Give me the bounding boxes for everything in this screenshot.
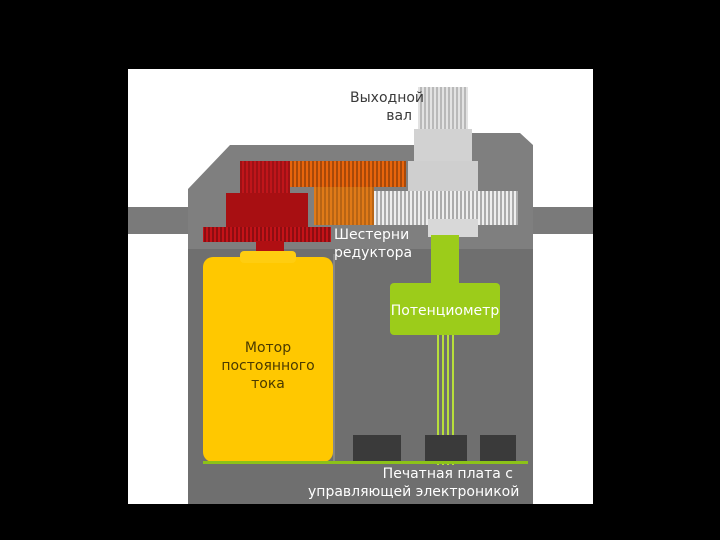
pcb-board (203, 461, 528, 464)
pcb-chip (353, 435, 401, 461)
orange-intermediate-gear (288, 161, 406, 225)
pcb-label-line2: управляющей электроникой (308, 484, 520, 500)
pcb-label-line1: Печатная плата с (382, 466, 513, 482)
gears-label-line2: редуктора (334, 245, 413, 261)
output-shaft (408, 87, 478, 195)
output-shaft-label-line1: Выходной (350, 90, 425, 106)
left-mounting-flange (128, 207, 190, 234)
motor-label-line1: Мотор (244, 340, 292, 356)
dc-motor-cap (240, 251, 296, 263)
motor-label: Мотор постоянного тока (203, 339, 333, 393)
potentiometer (390, 235, 500, 465)
dc-motor (203, 257, 333, 462)
right-mounting-flange (531, 207, 593, 234)
potentiometer-label: Потенциометр (390, 303, 500, 319)
motor-pinion-gear (203, 161, 331, 255)
output-shaft-label-line2: вал (386, 108, 412, 124)
motor-label-line3: тока (251, 376, 285, 392)
pcb-chip (480, 435, 516, 461)
housing-inner-divider (333, 254, 335, 464)
servo-diagram (128, 87, 593, 504)
gears-label-line1: Шестерни (334, 227, 410, 243)
motor-label-line2: постоянного (221, 358, 315, 374)
pcb-label: Печатная плата с управляющей электронико… (308, 465, 520, 501)
pcb-chip (425, 435, 467, 461)
output-gear (373, 191, 518, 237)
diagram-panel: Выходной вал Шестерни редуктора Потенцио… (128, 69, 593, 504)
output-shaft-label: Выходной вал (350, 89, 425, 125)
gears-label: Шестерни редуктора (334, 226, 412, 262)
